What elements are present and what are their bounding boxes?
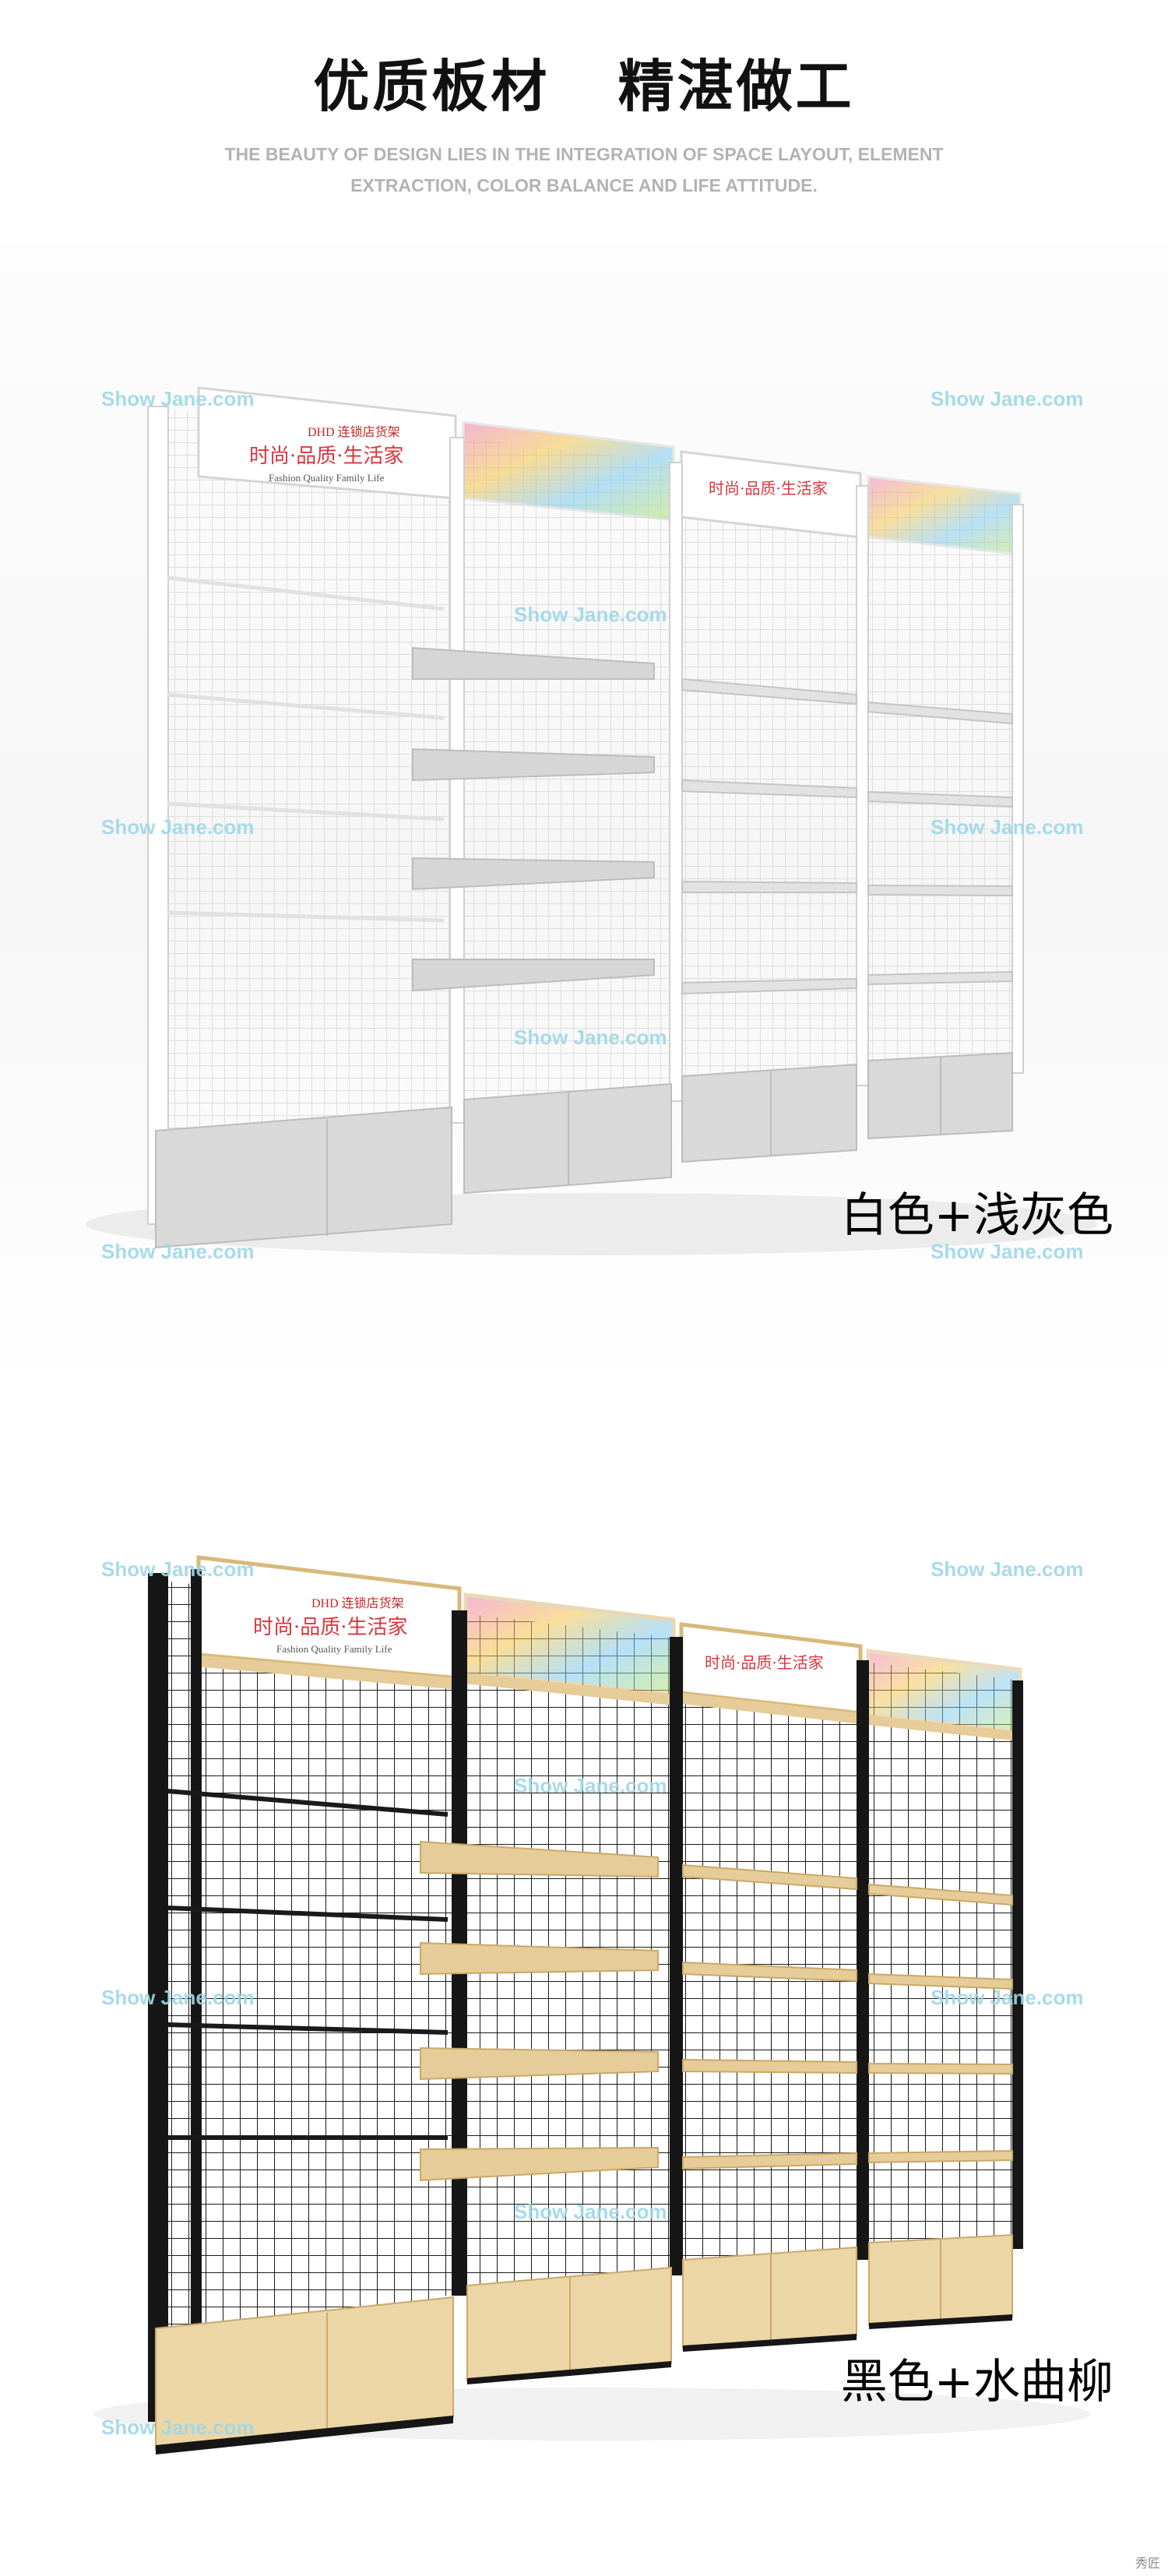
shelf-render-white: DHD 连锁店货架 时尚·品质·生活家 Fashion Quality Fami…	[86, 386, 1098, 1255]
watermark: Show Jane.com	[514, 1026, 667, 1049]
sign-english: Fashion Quality Family Life	[276, 1643, 392, 1655]
shelf-render-black: DHD 连锁店货架 时尚·品质·生活家 Fashion Quality Fami…	[93, 1555, 1090, 2455]
watermark: Show Jane.com	[101, 387, 255, 410]
sign-slogan: 时尚·品质·生活家	[249, 445, 404, 468]
sign-brand: DHD 连锁店货架	[311, 1596, 404, 1610]
watermark: Show Jane.com	[514, 603, 667, 626]
header-sign-1: DHD 连锁店货架 时尚·品质·生活家 Fashion Quality Fami…	[196, 1555, 462, 1680]
sign-slogan-3: 时尚·品质·生活家	[705, 1653, 824, 1672]
watermark: Show Jane.com	[101, 815, 255, 839]
watermark: Show Jane.com	[931, 1240, 1084, 1263]
page-title: 优质板材 精湛做工	[313, 54, 855, 119]
watermark: Show Jane.com	[931, 1557, 1084, 1581]
header-sign-1: DHD 连锁店货架 时尚·品质·生活家 Fashion Quality Fami…	[197, 386, 457, 500]
corner-logo: 秀匠	[1135, 2556, 1160, 2571]
page-subtitle: THE BEAUTY OF DESIGN LIES IN THE INTEGRA…	[224, 144, 944, 195]
watermark: Show Jane.com	[514, 2200, 667, 2223]
sign-slogan-3: 时尚·品质·生活家	[709, 479, 828, 498]
variant-caption-black: 黑色+水曲柳	[840, 2355, 1113, 2409]
product-panel-black: DHD 连锁店货架 时尚·品质·生活家 Fashion Quality Fami…	[0, 1433, 1168, 2539]
watermark: Show Jane.com	[101, 1986, 255, 2009]
sign-english: Fashion Quality Family Life	[269, 472, 385, 484]
variant-caption-white: 白色+浅灰色	[840, 1188, 1113, 1243]
watermark: Show Jane.com	[514, 1774, 667, 1797]
sign-slogan: 时尚·品质·生活家	[253, 1616, 408, 1639]
header-sign-3: 时尚·品质·生活家	[680, 450, 862, 539]
page-header: 优质板材 精湛做工 THE BEAUTY OF DESIGN LIES IN T…	[0, 0, 1168, 234]
watermark: Show Jane.com	[101, 2416, 255, 2439]
sign-brand: DHD 连锁店货架	[308, 425, 400, 439]
header-sign-3: 时尚·品质·生活家	[679, 1622, 863, 1716]
watermark: Show Jane.com	[931, 1986, 1084, 2009]
watermark: Show Jane.com	[101, 1557, 255, 1581]
watermark: Show Jane.com	[931, 815, 1084, 839]
watermark: Show Jane.com	[931, 387, 1084, 410]
watermark: Show Jane.com	[101, 1240, 255, 1263]
product-panel-white: DHD 连锁店货架 时尚·品质·生活家 Fashion Quality Fami…	[0, 243, 1168, 1388]
